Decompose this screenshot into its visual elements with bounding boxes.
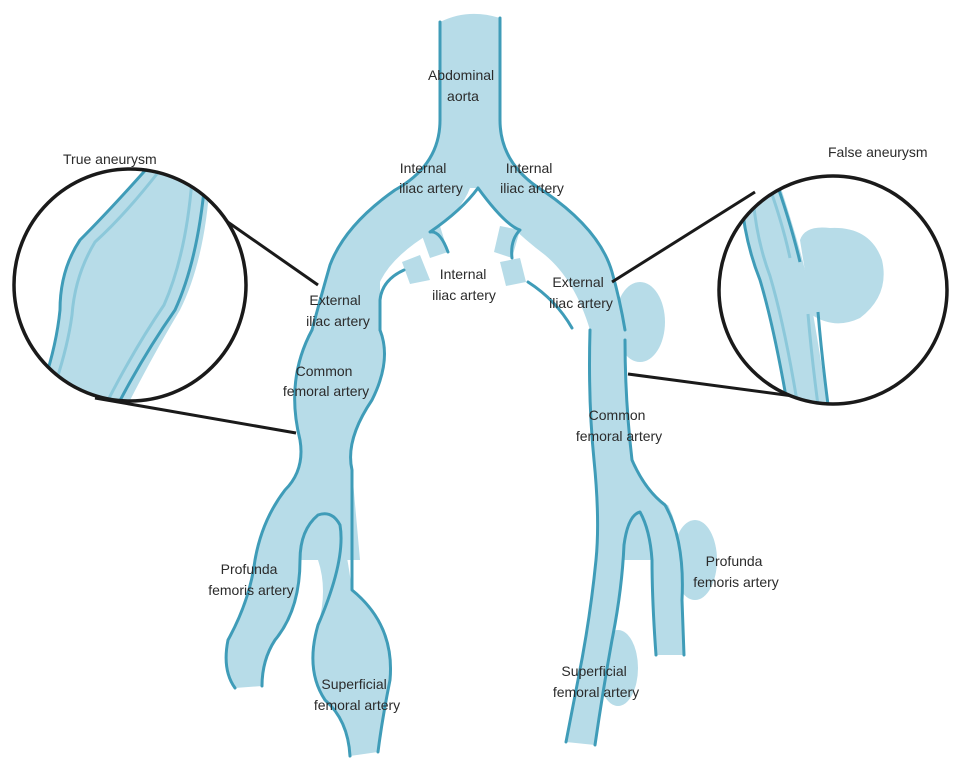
internal-iliac-center-label: Internal iliac artery xyxy=(432,266,496,303)
true-aneurysm-magnifier xyxy=(14,165,246,420)
right-internal-iliac-stub xyxy=(494,226,520,258)
false-aneurysm-label: False aneurysm xyxy=(828,144,928,160)
true-aneurysm-connector-bottom xyxy=(95,398,296,433)
right-internal-iliac-stub-2 xyxy=(500,258,526,286)
left-internal-iliac-stub-2 xyxy=(402,255,430,284)
false-aneurysm-magnifier xyxy=(719,170,947,420)
true-aneurysm-label: True aneurysm xyxy=(63,151,157,167)
